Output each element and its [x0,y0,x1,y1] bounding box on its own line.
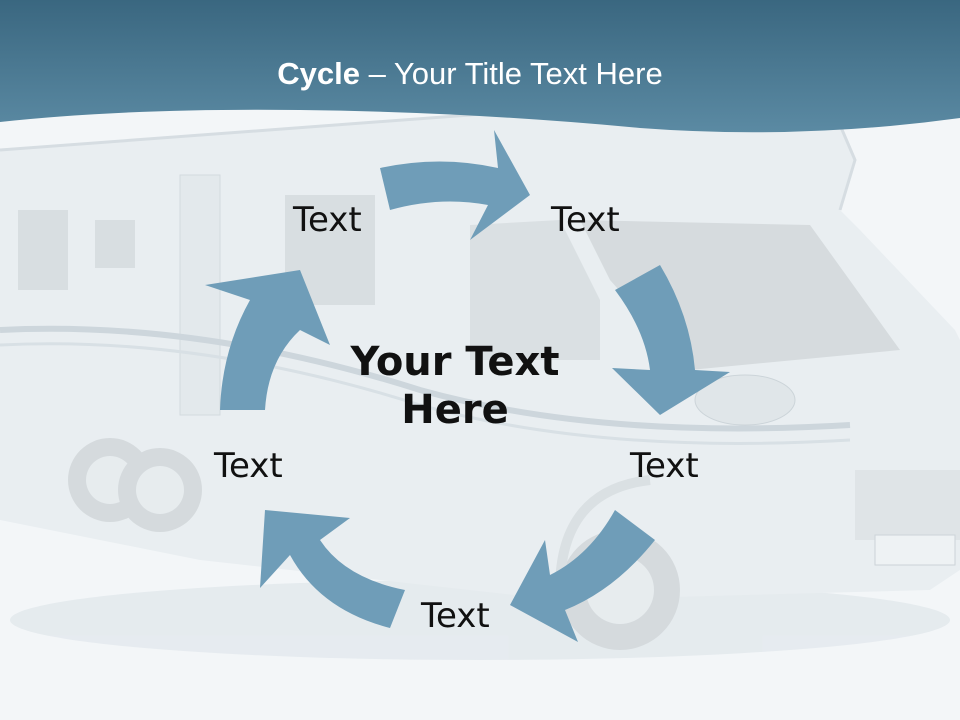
cycle-step-3-label: Text [630,446,699,486]
cycle-arrow-5 [205,270,330,410]
cycle-step-2-label: Text [551,200,620,240]
slide-title: Cycle – Your Title Text Here [0,56,940,92]
cycle-arrow-3 [510,510,655,642]
center-text-line-1: Your Text [350,339,560,385]
cycle-center-text: Your Text Here [330,338,580,434]
center-text-line-2: Here [401,387,509,433]
cycle-arrow-4 [260,510,405,628]
cycle-step-1-label: Text [293,200,362,240]
cycle-arrow-1 [380,130,530,240]
title-rest: – Your Title Text Here [360,56,663,91]
cycle-step-4-label: Text [421,596,490,636]
title-bold: Cycle [277,56,360,91]
cycle-arrow-2 [612,265,730,415]
header-band [0,0,960,133]
cycle-step-5-label: Text [214,446,283,486]
